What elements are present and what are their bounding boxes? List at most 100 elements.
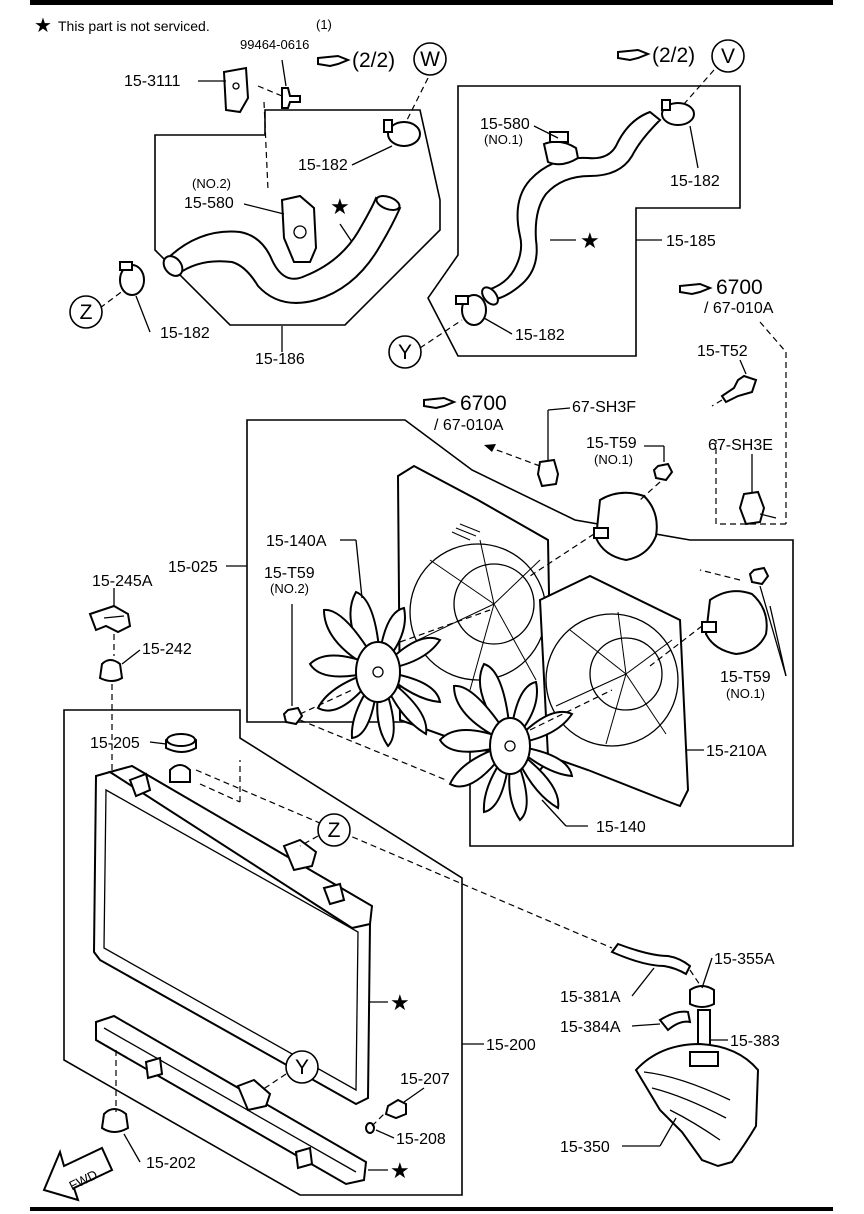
- radiator-filler-neck: [169, 764, 191, 783]
- clamp-left-leader: [135, 295, 151, 333]
- ref-6700-right-dash: [759, 321, 787, 353]
- hand-pointer-icon-v: [617, 48, 651, 62]
- motor-link-dash: [529, 533, 595, 577]
- circle-y-rad: [285, 1050, 319, 1084]
- clip-15-580-no2[interactable]: [280, 194, 318, 263]
- drain-cock-leader: [403, 1087, 425, 1103]
- shroud-left-struts: [417, 539, 541, 691]
- label-15-381a[interactable]: 15-381A: [560, 989, 621, 1006]
- fan-motor-upper[interactable]: [594, 491, 658, 562]
- circle-w-label: W: [420, 48, 440, 71]
- ref-w-code: 99464-0616: [240, 37, 309, 52]
- label-15-025[interactable]: 15-025: [168, 559, 218, 576]
- clamp-tab: [383, 119, 393, 133]
- arrow-head-left: [484, 444, 496, 452]
- label-15-140[interactable]: 15-140: [596, 819, 646, 836]
- sh3f-label-link: [547, 407, 571, 411]
- label-15-210a[interactable]: 15-210A: [706, 743, 767, 760]
- label-15-205[interactable]: 15-205: [90, 735, 140, 752]
- shroud-left-ring-inner: [453, 563, 535, 645]
- nut-15-t59-no1-upper[interactable]: [652, 462, 674, 482]
- label-15-182-a[interactable]: 15-182: [298, 157, 348, 174]
- label-15-182-b[interactable]: 15-182: [160, 325, 210, 342]
- circle-z-rad-label: Z: [328, 819, 341, 842]
- hose-15-381a[interactable]: [610, 942, 692, 976]
- label-15-t59-no1a[interactable]: 15-T59: [586, 435, 637, 452]
- label-15-140a[interactable]: 15-140A: [266, 533, 327, 550]
- cushion-15-202[interactable]: [100, 1108, 130, 1133]
- circle-z-top-label: Z: [80, 301, 93, 324]
- clamp-15-182-top[interactable]: [387, 121, 421, 147]
- label-15-245a[interactable]: 15-245A: [92, 573, 153, 590]
- label-15-384a[interactable]: 15-384A: [560, 1019, 621, 1036]
- connector-67-sh3e[interactable]: [738, 490, 766, 526]
- bracket-15-3111[interactable]: [222, 66, 250, 114]
- fan-15-140[interactable]: [438, 662, 574, 822]
- ref-v-page: (2/2): [652, 44, 695, 67]
- label-15-355a[interactable]: 15-355A: [714, 951, 775, 968]
- ref-6700-right: 6700: [716, 276, 763, 299]
- fan-15-140a[interactable]: [308, 590, 442, 748]
- label-15-182-c[interactable]: 15-182: [670, 173, 720, 190]
- label-15-242[interactable]: 15-242: [142, 641, 192, 658]
- label-15-3111[interactable]: 15-3111: [124, 73, 180, 90]
- hose-15-186[interactable]: [166, 196, 402, 304]
- t59-no1b-leader: [759, 585, 787, 677]
- clip-no2-leader: [243, 203, 285, 215]
- circle-w: [413, 42, 447, 76]
- cushion-242-leader: [121, 649, 141, 665]
- bracket-15-245a[interactable]: [88, 604, 132, 634]
- label-15-580-no2[interactable]: 15-580: [184, 195, 234, 212]
- shroud-left-hatch: [451, 523, 481, 541]
- cushion-15-242[interactable]: [98, 659, 124, 682]
- label-15-350[interactable]: 15-350: [560, 1139, 610, 1156]
- label-15-185[interactable]: 15-185: [666, 233, 716, 250]
- fan-motor-lower[interactable]: [704, 590, 768, 656]
- hand-pointer-icon-6700-right: [679, 282, 713, 296]
- nut-15-t59-no2[interactable]: [282, 706, 304, 726]
- label-15-186[interactable]: 15-186: [255, 351, 305, 368]
- reserve-tank-15-350[interactable]: [634, 1042, 760, 1168]
- label-15-207[interactable]: 15-207: [400, 1071, 450, 1088]
- label-15-202[interactable]: 15-202: [146, 1155, 196, 1172]
- z-dash-top: [99, 289, 125, 309]
- star-15-186: ★: [330, 194, 350, 219]
- z-rad-dash: [299, 835, 319, 847]
- bolt-99464-0616[interactable]: [281, 87, 301, 109]
- label-15-208[interactable]: 15-208: [396, 1131, 446, 1148]
- hose-381a-leader: [631, 967, 655, 997]
- label-15-t59-no1b[interactable]: 15-T59: [720, 669, 771, 686]
- motor-link-dash-4: [699, 569, 741, 581]
- note-star-icon: ★: [34, 15, 52, 37]
- nut-15-t59-no1-lower[interactable]: [748, 566, 770, 586]
- drain-dash: [371, 1111, 387, 1127]
- ref-w-qty: (1): [316, 17, 332, 32]
- label-67-sh3e[interactable]: 67-SH3E: [708, 437, 773, 454]
- y-dash-top: [419, 319, 463, 349]
- clamp-top-leader: [351, 145, 393, 166]
- circle-z-rad: [317, 813, 351, 847]
- connector-67-sh3f[interactable]: [536, 458, 560, 488]
- label-15-200[interactable]: 15-200: [486, 1037, 536, 1054]
- label-15-t59-no2[interactable]: 15-T59: [264, 565, 315, 582]
- label-67-sh3f[interactable]: 67-SH3F: [572, 399, 636, 416]
- fan-140a-dash: [399, 609, 491, 643]
- shroud-right-ring-inner: [589, 637, 663, 711]
- radiator-drain: [294, 1146, 314, 1170]
- group-outline-15-025: [246, 419, 794, 847]
- clip-15-580-no1[interactable]: [542, 140, 580, 166]
- label-15-182-d[interactable]: 15-182: [515, 327, 565, 344]
- radiator-right-mount: [322, 882, 346, 906]
- label-15-383[interactable]: 15-383: [730, 1033, 780, 1050]
- cushion-202-leader: [123, 1133, 141, 1163]
- hose-15-384a[interactable]: [658, 1010, 692, 1032]
- bolt-thread: [257, 85, 283, 97]
- label-15-580-no1[interactable]: 15-580: [480, 116, 530, 133]
- label-15-t52[interactable]: 15-T52: [697, 343, 748, 360]
- cap-15-355a[interactable]: [689, 985, 715, 1008]
- bolt-15-t52[interactable]: [720, 374, 758, 404]
- circle-z-top: [69, 295, 103, 329]
- drain-cock-15-207[interactable]: [384, 1098, 407, 1120]
- radiator-lower-bracket: [144, 1056, 164, 1080]
- radiator-core-inner: [103, 788, 359, 1092]
